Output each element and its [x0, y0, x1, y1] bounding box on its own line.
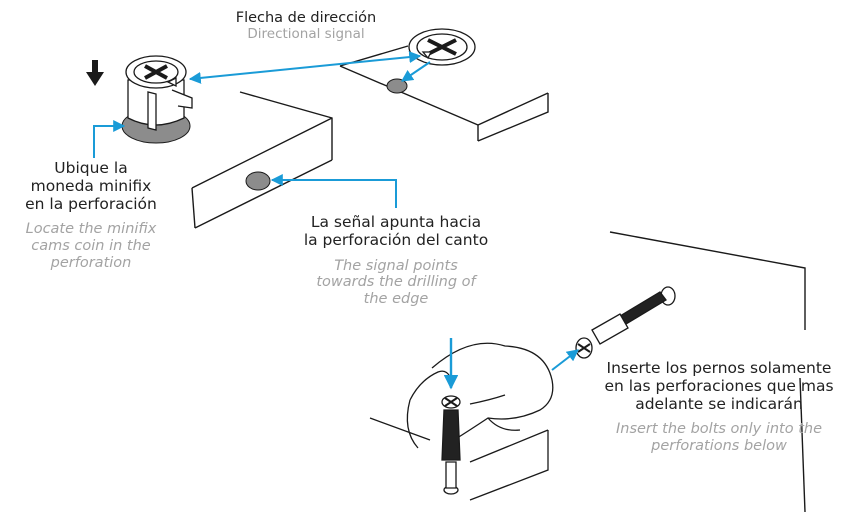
- cabinet-right: [609, 231, 806, 512]
- signal-en-2: towards the drilling of: [316, 274, 476, 291]
- insert-label: Inserte los pernos solamente en las perf…: [592, 359, 846, 455]
- directional-en: Directional signal: [247, 25, 365, 42]
- bolt-arrow: [551, 349, 579, 371]
- locate-label: Ubique la moneda minifix en la perforaci…: [10, 159, 172, 271]
- directional-es: Flecha de dirección: [235, 10, 377, 26]
- locate-es-3: en la perforación: [25, 194, 157, 213]
- hand-icon: [369, 342, 554, 501]
- insert-es-2: en las perforaciones que mas: [604, 376, 834, 395]
- locate-es-1: Ubique la: [54, 159, 128, 177]
- insert-en-1: Insert the bolts only into the: [615, 421, 823, 438]
- directional-label: Flecha de dirección Directional signal: [228, 10, 384, 42]
- locate-en-2: cams coin in the: [31, 238, 151, 255]
- signal-es-2: la perforación del canto: [303, 230, 489, 249]
- bolt-icon: [575, 286, 676, 359]
- signal-en-3: the edge: [363, 290, 429, 307]
- insert-en-2: perforations below: [651, 438, 787, 455]
- down-arrow-icon: [86, 60, 104, 86]
- hole-edge: [245, 171, 271, 191]
- signal-en-1: The signal points: [334, 257, 458, 274]
- insert-es-1: Inserte los pernos solamente: [606, 359, 832, 377]
- bolt-vertical: [441, 395, 461, 495]
- locate-es-2: moneda minifix: [30, 176, 152, 195]
- insert-es-3: adelante se indicarán: [635, 394, 803, 413]
- locate-en-1: Locate the minifix: [25, 221, 157, 238]
- signal-es-1: La señal apunta hacia: [310, 213, 482, 231]
- panel-middle: [191, 91, 333, 229]
- minifix-cam-icon: [125, 55, 193, 131]
- locate-en-3: perforation: [50, 254, 132, 271]
- signal-label: La señal apunta hacia la perforación del…: [296, 213, 496, 308]
- hole-top-panel: [386, 78, 408, 94]
- minifix-cam-top-view: [408, 28, 476, 66]
